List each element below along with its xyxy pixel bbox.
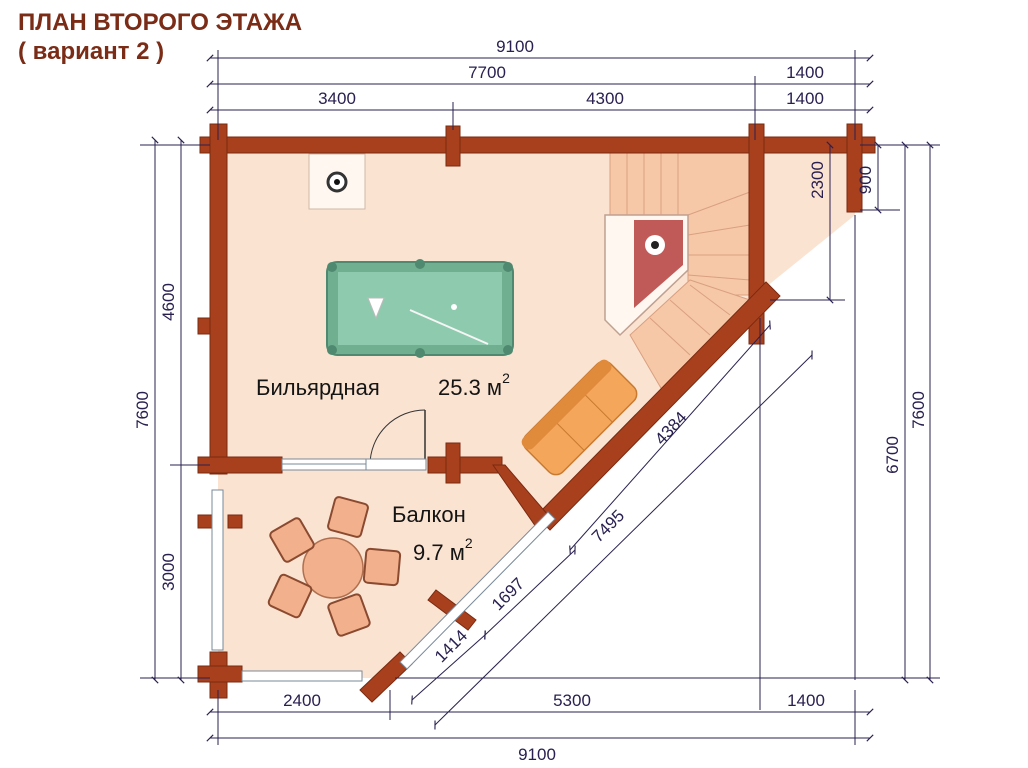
billiard-table: [326, 259, 514, 358]
dim-bottom-total: 9100: [518, 745, 556, 764]
title-line-1: ПЛАН ВТОРОГО ЭТАЖА: [18, 9, 303, 36]
dimension-lines: [140, 50, 940, 745]
dim-right-2300: 2300: [808, 161, 827, 199]
chimney-block: [308, 153, 366, 210]
dim-top-1400-b: 1400: [786, 89, 824, 108]
title-line-2: ( вариант 2 ): [18, 38, 165, 65]
stove: [604, 214, 689, 337]
room-labels: Бильярдная 25.3 м2 Балкон 9.7 м2: [256, 370, 510, 565]
balcony-area: 9.7 м2: [413, 535, 473, 565]
dim-top-7700: 7700: [468, 63, 506, 82]
dim-left-3000: 3000: [159, 553, 178, 591]
dim-bottom-5300: 5300: [553, 691, 591, 710]
dim-right-6700: 6700: [883, 436, 902, 474]
billiard-room-name: Бильярдная: [256, 375, 380, 400]
dim-bottom-2400: 2400: [283, 691, 321, 710]
dim-top-3400: 3400: [318, 89, 356, 108]
dim-right-7600: 7600: [909, 391, 928, 429]
dim-top-total: 9100: [496, 37, 534, 56]
plan-title: ПЛАН ВТОРОГО ЭТАЖА ( вариант 2 ): [18, 8, 302, 66]
dim-left-7600: 7600: [133, 391, 152, 429]
billiard-room-area: 25.3 м2: [438, 370, 510, 400]
dim-left-4600: 4600: [159, 283, 178, 321]
dining-set: [267, 496, 402, 637]
balcony-name: Балкон: [392, 502, 466, 527]
dim-right-900: 900: [856, 166, 875, 194]
dim-bottom-1400: 1400: [787, 691, 825, 710]
dim-top-1400-a: 1400: [786, 63, 824, 82]
dim-diag-7495: 7495: [588, 506, 628, 546]
dim-top-4300: 4300: [586, 89, 624, 108]
door: [369, 409, 426, 466]
